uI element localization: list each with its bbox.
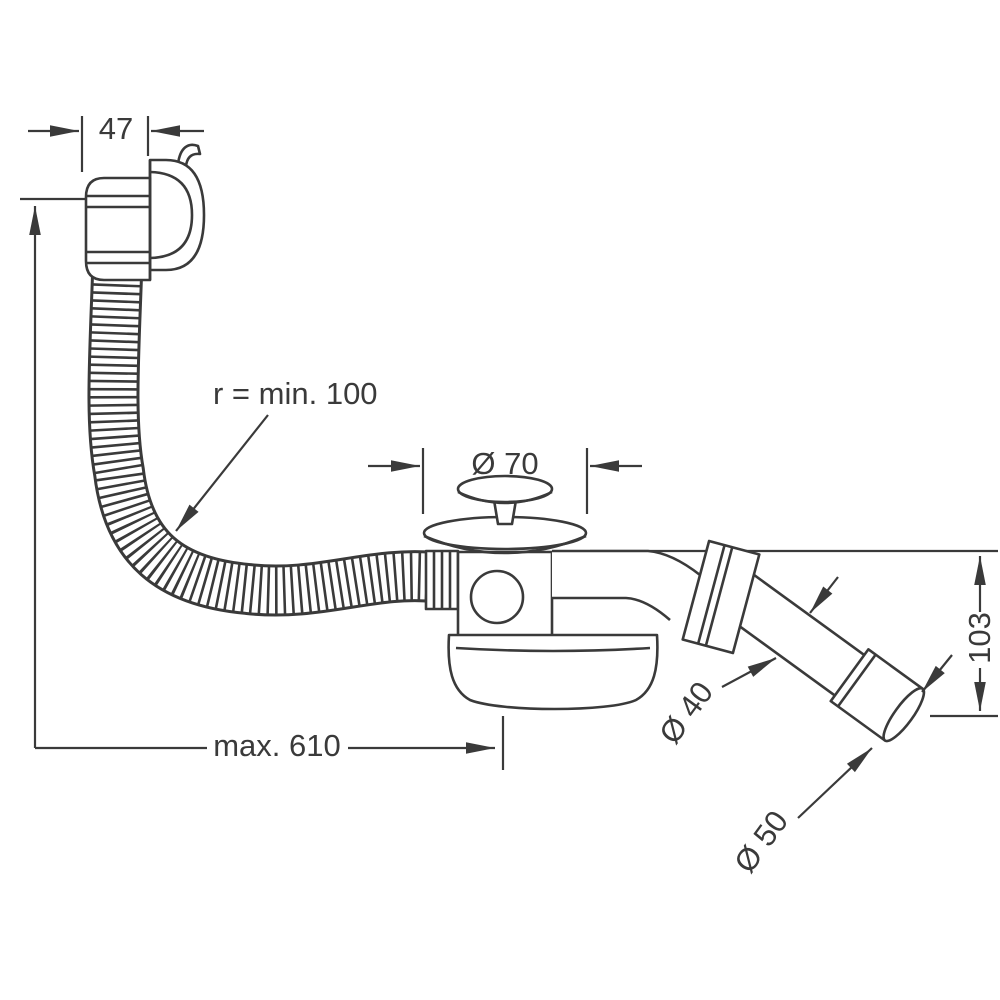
dim-47: 47 xyxy=(28,111,204,172)
outlet-pipe xyxy=(552,539,926,743)
dim-47-label: 47 xyxy=(99,111,133,146)
angled-outlet-pipe xyxy=(719,570,926,743)
dim-103-label: 103 xyxy=(962,612,997,664)
dim-phi40-label: Ø 40 xyxy=(652,675,720,750)
dim-phi70-label: Ø 70 xyxy=(471,446,538,481)
dim-r-min-100: r = min. 100 xyxy=(175,376,378,532)
overflow-housing xyxy=(84,176,152,282)
corrugated-hose xyxy=(87,275,437,617)
dim-phi50-label: Ø 50 xyxy=(727,804,795,879)
overflow-unit xyxy=(84,143,206,282)
union-nut xyxy=(681,539,761,655)
overflow-lever-icon xyxy=(176,143,202,168)
siphon-bowl xyxy=(447,633,659,711)
dim-max-610: max. 610 xyxy=(20,197,505,770)
waste-assembly xyxy=(422,474,659,711)
dim-phi70: Ø 70 xyxy=(368,446,642,514)
dim-max610-label: max. 610 xyxy=(213,728,341,763)
dim-r-label: r = min. 100 xyxy=(213,376,378,411)
overflow-rosette xyxy=(148,158,206,272)
waste-inlet-opening xyxy=(469,569,525,625)
dim-103: 103 xyxy=(930,556,998,718)
waste-body xyxy=(456,550,554,640)
